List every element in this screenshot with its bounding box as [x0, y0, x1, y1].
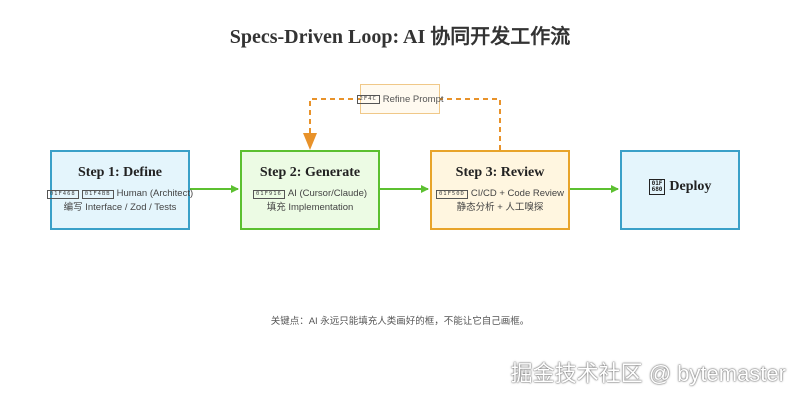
step-deploy-label: Deploy: [669, 179, 712, 194]
step-define-desc: 编写 Interface / Zod / Tests: [63, 202, 177, 213]
step-generate-desc: 填充 Implementation: [266, 202, 354, 213]
missing-glyph-icon: 01F4BB: [81, 189, 114, 199]
missing-glyph-icon: 01F50D: [435, 189, 468, 199]
step-deploy-node: 01F 680 Deploy: [620, 150, 740, 230]
step-review-role-text: CI/CD + Code Review: [470, 188, 565, 199]
step-deploy-heading: 01F 680 Deploy: [648, 179, 712, 195]
watermark: 掘金技术社区 @ bytemaster: [510, 361, 786, 386]
step-review-desc: 静态分析 + 人工嗅探: [456, 202, 544, 213]
refine-prompt-label: Refine Prompt: [382, 93, 444, 105]
step-define-heading: Step 1: Define: [78, 165, 162, 180]
step-review-heading: Step 3: Review: [455, 165, 545, 180]
step-review-role: 01F50D CI/CD + Code Review: [435, 187, 565, 201]
diagram-title: Specs-Driven Loop: AI 协同开发工作流: [229, 26, 571, 48]
refine-prompt-node: 2F4C Refine Prompt: [356, 84, 444, 114]
missing-glyph-icon: 01F468: [46, 189, 79, 199]
glyph-code-bottom: 680: [651, 186, 663, 193]
step-generate-node: Step 2: Generate 01F916 AI (Cursor/Claud…: [240, 150, 380, 230]
step-define-role-text: Human (Architect): [116, 188, 194, 199]
missing-glyph-icon: 01F916: [252, 189, 285, 199]
step-define-node: Step 1: Define 01F468 01F4BB Human (Arch…: [46, 150, 194, 230]
step-generate-heading: Step 2: Generate: [259, 165, 361, 180]
step-review-node: Step 3: Review 01F50D CI/CD + Code Revie…: [430, 150, 570, 230]
feedback-loop-arrowhead: [303, 133, 317, 150]
glyph-code-top: 01F: [651, 180, 663, 187]
key-point-note: 关键点：AI 永远只能填充人类画好的框，不能让它自己画框。: [270, 316, 530, 327]
missing-glyph-icon: 2F4C: [356, 94, 380, 104]
step-generate-role: 01F916 AI (Cursor/Claude): [252, 187, 368, 201]
step-define-role: 01F468 01F4BB Human (Architect): [46, 187, 194, 201]
rocket-icon-missing-glyph: 01F 680: [648, 179, 666, 195]
step-generate-role-text: AI (Cursor/Claude): [287, 188, 368, 199]
